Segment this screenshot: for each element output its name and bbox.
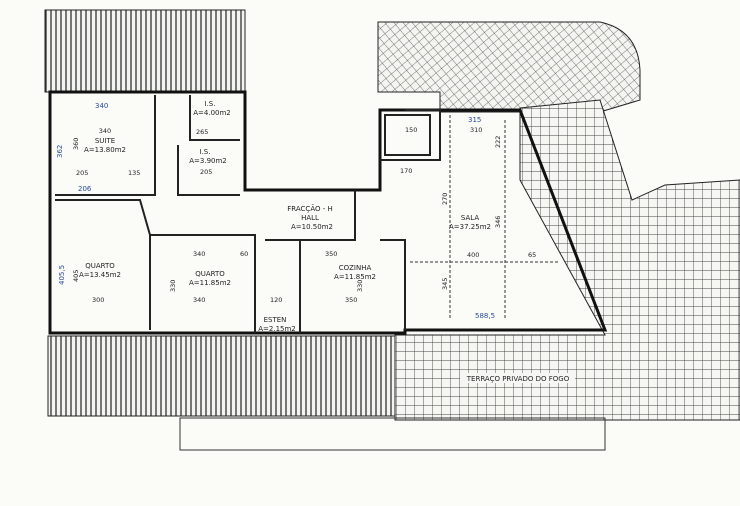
svg-text:340: 340 <box>193 296 205 304</box>
room-cozinha: 350 COZINHA A=11.85m2 350 330 <box>325 250 376 304</box>
svg-text:A=10.50m2: A=10.50m2 <box>291 223 333 231</box>
svg-text:340: 340 <box>193 250 205 258</box>
svg-text:360: 360 <box>72 138 80 150</box>
svg-text:346: 346 <box>494 216 502 228</box>
room-sala: 150 310 315 170 222 270 SALA A=37.25m2 3… <box>400 116 536 320</box>
terrace-right <box>394 99 740 421</box>
svg-text:205: 205 <box>76 169 88 177</box>
svg-text:350: 350 <box>345 296 357 304</box>
svg-text:A=4.00m2: A=4.00m2 <box>193 109 231 117</box>
svg-text:588,5: 588,5 <box>475 312 495 320</box>
room-quarto-1: QUARTO A=13.45m2 300 405 405,5 <box>58 262 121 304</box>
svg-text:300: 300 <box>92 296 104 304</box>
svg-text:A=37.25m2: A=37.25m2 <box>449 223 491 231</box>
svg-text:HALL: HALL <box>301 214 319 222</box>
svg-text:I.S.: I.S. <box>205 100 216 108</box>
svg-text:345: 345 <box>441 278 449 290</box>
sala-guides <box>410 115 560 320</box>
svg-text:350: 350 <box>325 250 337 258</box>
svg-text:A=3.90m2: A=3.90m2 <box>189 157 227 165</box>
walls <box>48 90 608 335</box>
svg-text:65: 65 <box>528 251 536 259</box>
terrace-label: TERRAÇO PRIVADO DO FOGO <box>460 373 575 383</box>
room-is-2: I.S. A=3.90m2 205 <box>189 148 227 176</box>
svg-text:405: 405 <box>72 270 80 282</box>
svg-text:A=13.80m2: A=13.80m2 <box>84 146 126 154</box>
svg-text:330: 330 <box>169 280 177 292</box>
svg-text:330: 330 <box>356 280 364 292</box>
lower-strip <box>179 417 606 451</box>
svg-text:ESTEN: ESTEN <box>264 316 287 324</box>
roof-bottom-left <box>47 335 396 417</box>
svg-text:TERRAÇO PRIVADO DO FOGO: TERRAÇO PRIVADO DO FOGO <box>466 375 570 383</box>
svg-text:270: 270 <box>441 193 449 205</box>
interior-walls <box>55 95 441 333</box>
svg-text:SUITE: SUITE <box>95 137 115 145</box>
svg-text:265: 265 <box>196 128 208 136</box>
svg-text:QUARTO: QUARTO <box>195 270 225 278</box>
room-hall: FRACÇÃO - H HALL A=10.50m2 <box>287 204 333 231</box>
room-suite: SUITE A=13.80m2 340 205 135 360 340 362 … <box>56 102 140 193</box>
svg-text:SALA: SALA <box>461 214 479 222</box>
svg-text:400: 400 <box>467 251 479 259</box>
roof-top-left <box>44 9 246 93</box>
room-esten: 120 ESTEN A=2.15m2 <box>258 296 296 333</box>
svg-text:340: 340 <box>99 127 111 135</box>
svg-text:205: 205 <box>200 168 212 176</box>
svg-text:I.S.: I.S. <box>200 148 211 156</box>
svg-text:QUARTO: QUARTO <box>85 262 115 270</box>
svg-text:170: 170 <box>400 167 412 175</box>
room-quarto-2: QUARTO A=11.85m2 340 340 330 60 <box>169 250 248 304</box>
svg-text:405,5: 405,5 <box>58 265 66 285</box>
svg-text:315: 315 <box>468 116 481 124</box>
svg-text:222: 222 <box>494 136 502 148</box>
svg-text:A=13.45m2: A=13.45m2 <box>79 271 121 279</box>
svg-text:206: 206 <box>78 185 92 193</box>
svg-text:A=2.15m2: A=2.15m2 <box>258 325 296 333</box>
svg-text:120: 120 <box>270 296 282 304</box>
svg-text:A=11.85m2: A=11.85m2 <box>189 279 231 287</box>
svg-text:60: 60 <box>240 250 248 258</box>
svg-text:310: 310 <box>470 126 482 134</box>
svg-text:A=11.85m2: A=11.85m2 <box>334 273 376 281</box>
svg-text:150: 150 <box>405 126 417 134</box>
svg-text:COZINHA: COZINHA <box>339 264 372 272</box>
room-is-1: I.S. A=4.00m2 265 <box>193 100 231 136</box>
svg-text:135: 135 <box>128 169 140 177</box>
svg-text:FRACÇÃO - H: FRACÇÃO - H <box>287 204 332 213</box>
roof-top-right <box>377 21 641 113</box>
svg-text:340: 340 <box>95 102 108 110</box>
svg-text:362: 362 <box>56 145 64 158</box>
